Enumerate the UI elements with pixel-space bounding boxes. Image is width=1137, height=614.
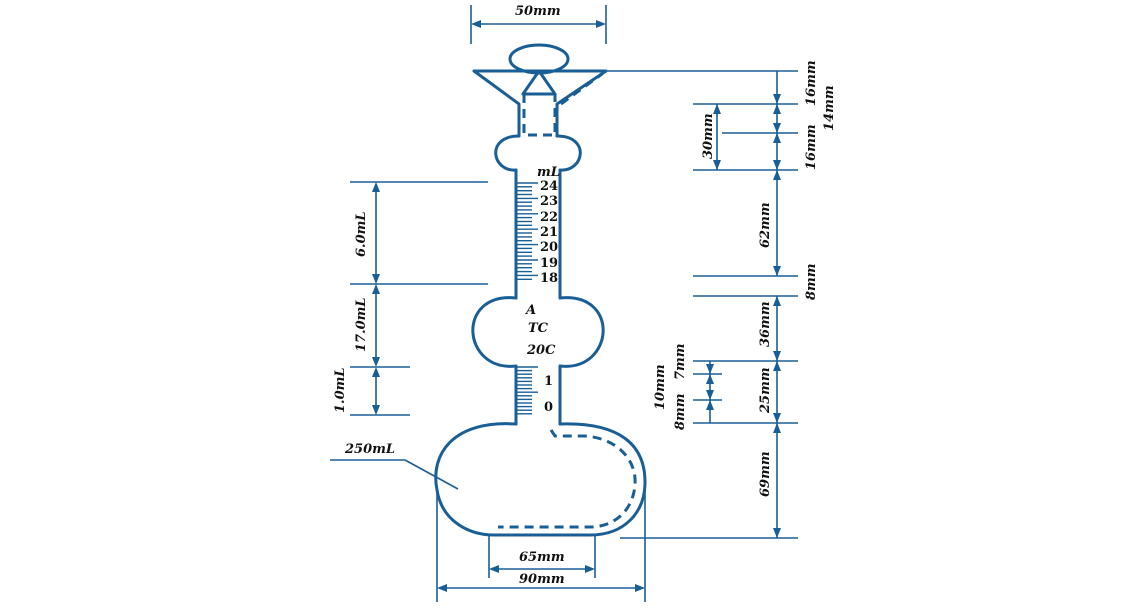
scale-label: 19 <box>540 256 558 271</box>
lower-scale-ticks <box>516 366 538 415</box>
scale-label: 0 <box>544 400 553 415</box>
lower-range-label: 1.0mL <box>333 367 348 413</box>
upper-scale-ticks <box>516 182 538 280</box>
upper-bulb-height-label: 16mm <box>804 124 819 170</box>
scale-label: 1 <box>544 374 553 389</box>
lower-bottom-gap-label: 8mm <box>673 393 688 430</box>
scale-label: 24 <box>540 179 558 194</box>
bulb-marking-a: A <box>524 303 536 318</box>
upper-bulb <box>494 134 582 172</box>
bulb-marking-tc: TC <box>528 321 549 336</box>
outer-base-width-label: 90mm <box>519 572 565 587</box>
bulb-volume-label: 250mL <box>344 442 395 457</box>
middle-bulb <box>471 296 605 368</box>
bottom-bulb-height-label: 69mm <box>758 451 773 497</box>
bottom-bulb-inner <box>498 429 637 529</box>
top-width-dimension <box>470 5 607 44</box>
unit-label: mL <box>537 165 560 180</box>
inner-base-width-label: 65mm <box>519 550 565 565</box>
top-width-label: 50mm <box>515 4 561 19</box>
stopper-head <box>521 69 557 96</box>
lower-top-gap-label: 7mm <box>673 343 688 380</box>
scale-label: 22 <box>540 210 558 225</box>
bulb-volume-leader <box>404 459 459 490</box>
lower-neck-length-label: 25mm <box>758 367 773 414</box>
bottom-bulb <box>434 422 647 537</box>
bottom-width-dimensions <box>436 482 646 602</box>
scale-label: 20 <box>540 240 558 255</box>
stopper-inner-line <box>560 72 603 106</box>
scale-label: 21 <box>540 225 558 240</box>
flask-body <box>434 43 647 537</box>
left-volume-dimensions <box>350 181 488 416</box>
middle-bulb-height-label: 36mm <box>758 301 773 347</box>
upper-range-label: 6.0mL <box>354 211 369 257</box>
scale-label: 18 <box>540 271 558 286</box>
stopper-height-label: 16mm <box>804 60 819 106</box>
neck-total-label: 30mm <box>701 113 716 159</box>
scale-label: 23 <box>540 194 558 209</box>
upper-scale-length-label: 62mm <box>758 202 773 248</box>
lower-scale-total-label: 10mm <box>653 364 668 410</box>
stopper-inner-label: 14mm <box>822 85 837 131</box>
stopper-plug <box>522 94 557 137</box>
right-dimensions <box>606 70 798 539</box>
stopper-knob <box>508 43 570 75</box>
bulb-marking-temp: 20C <box>526 343 556 358</box>
middle-range-label: 17.0mL <box>354 297 369 352</box>
upper-scale-labels: 24 23 22 21 20 19 18 <box>540 179 558 286</box>
gap-above-bulb-label: 8mm <box>804 263 819 300</box>
funnel-outline <box>472 69 608 138</box>
